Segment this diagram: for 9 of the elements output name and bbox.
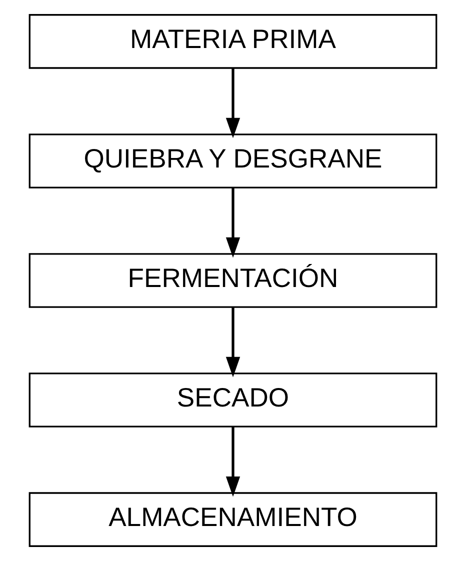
node-box: ALMACENAMIENTO bbox=[28, 492, 438, 547]
node-box: SECADO bbox=[28, 372, 438, 428]
arrow bbox=[226, 188, 240, 258]
node-box: MATERIA PRIMA bbox=[28, 14, 438, 69]
node-box: QUIEBRA Y DESGRANE bbox=[28, 134, 438, 188]
arrow bbox=[226, 68, 240, 138]
arrow bbox=[226, 307, 240, 378]
arrow bbox=[226, 426, 240, 497]
node-box: FERMENTACIÓN bbox=[28, 253, 438, 308]
